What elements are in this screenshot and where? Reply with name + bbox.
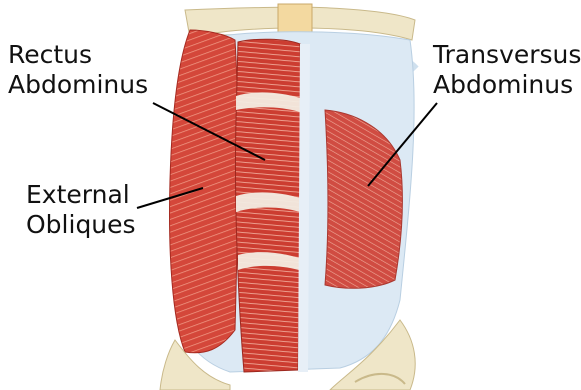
external-label-line-1: External <box>26 180 136 210</box>
transversus-abdominus-label: Transversus Abdominus <box>433 40 581 100</box>
rectus-abdominus-label: Rectus Abdominus <box>8 40 148 100</box>
transversus-label-line-1: Transversus <box>433 40 581 70</box>
linea-alba <box>298 44 310 372</box>
external-obliques-muscle <box>170 30 239 353</box>
transversus-label-line-2: Abdominus <box>433 70 581 100</box>
rectus-label-line-1: Rectus <box>8 40 148 70</box>
rectus-label-line-2: Abdominus <box>8 70 148 100</box>
external-obliques-label: External Obliques <box>26 180 136 240</box>
external-label-line-2: Obliques <box>26 210 136 240</box>
